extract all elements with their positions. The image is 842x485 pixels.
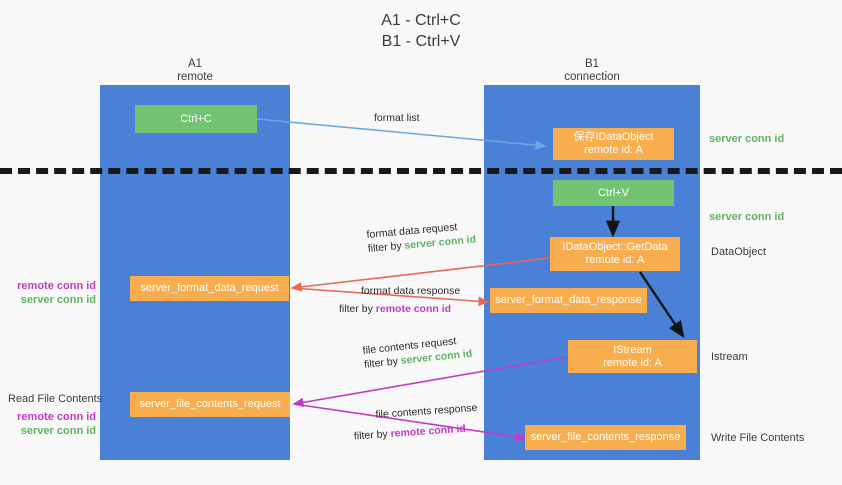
left-label-file-conn-ids: remote conn id server conn id	[10, 410, 96, 438]
edge-label-file-contents-response-line1: file contents response	[375, 401, 478, 421]
lane-header-a1: A1 remote	[100, 58, 290, 84]
box-server-file-contents-response-label: server_file_contents_response	[530, 431, 681, 443]
box-save-idataobject[interactable]: 保存IDataObject remote id: A	[553, 128, 674, 160]
right-label-dataobject: DataObject	[711, 246, 767, 258]
box-server-file-contents-request-label: server_file_contents_request	[139, 398, 281, 410]
right-label-server-conn-id-top: server conn id	[709, 133, 785, 145]
box-server-file-contents-response[interactable]: server_file_contents_response	[525, 425, 686, 450]
left-label-read-file-contents: Read File Contents	[8, 393, 103, 405]
lane-a1-title: A1	[187, 58, 203, 70]
box-server-format-data-response[interactable]: server_format_data_response	[490, 288, 647, 313]
box-ctrl-c[interactable]: Ctrl+C	[135, 105, 257, 133]
box-ctrl-v-label: Ctrl+V	[598, 186, 629, 199]
box-server-file-contents-request[interactable]: server_file_contents_request	[130, 392, 290, 417]
edge-label-file-contents-response: file contents response filter by remote …	[354, 401, 479, 443]
section-divider	[0, 168, 842, 174]
box-server-format-data-request-label: server_format_data_request	[140, 282, 279, 294]
edge-label-format-data-request-prefix: filter by	[367, 239, 405, 255]
edge-label-format-data-request: format data request filter by server con…	[366, 219, 477, 256]
lane-header-b1: B1 connection	[484, 58, 700, 84]
page-title: A1 - Ctrl+C B1 - Ctrl+V	[381, 12, 461, 50]
box-getdata-label: IDataObject::GetData	[562, 241, 668, 253]
edge-label-format-data-response-prefix: filter by	[339, 303, 376, 315]
lane-b1-subtitle: connection	[564, 71, 620, 83]
edge-label-format-data-response-key: remote conn id	[375, 303, 452, 315]
box-server-format-data-response-label: server_format_data_response	[495, 294, 642, 306]
box-ctrl-c-label: Ctrl+C	[180, 112, 212, 125]
left-label-format-server-conn-id: server conn id	[20, 294, 96, 306]
left-label-format-remote-conn-id: remote conn id	[17, 280, 96, 292]
lane-a1-subtitle: remote	[177, 71, 213, 83]
edge-label-format-list-line1: format list	[374, 112, 420, 124]
box-istream-label: IStream	[613, 343, 652, 356]
right-label-write-file-contents: Write File Contents	[711, 432, 805, 444]
right-label-server-conn-id-mid: server conn id	[709, 211, 785, 223]
lane-b1-title: B1	[584, 58, 600, 70]
left-label-file-remote-conn-id: remote conn id	[17, 411, 96, 423]
edge-label-format-list: format list	[374, 111, 420, 125]
edge-label-file-contents-response-key: remote conn id	[390, 422, 467, 440]
left-label-file-server-conn-id: server conn id	[20, 425, 96, 437]
box-istream-sub: remote id: A	[603, 356, 662, 369]
box-save-idataobject-sub: remote id: A	[584, 144, 643, 156]
box-save-idataobject-label: 保存IDataObject	[573, 131, 654, 143]
right-label-istream: Istream	[711, 351, 748, 363]
edge-label-file-contents-request: file contents request filter by server c…	[362, 333, 473, 372]
box-server-format-data-request[interactable]: server_format_data_request	[130, 276, 289, 301]
edge-label-format-data-response-line1: format data response	[361, 285, 461, 297]
box-getdata-sub: remote id: A	[585, 254, 645, 266]
left-label-format-conn-ids: remote conn id server conn id	[10, 279, 96, 307]
box-idataobject-getdata[interactable]: IDataObject::GetData remote id: A	[550, 237, 680, 271]
edge-label-file-contents-request-prefix: filter by	[363, 355, 402, 371]
edge-label-file-contents-response-prefix: filter by	[353, 427, 392, 443]
box-ctrl-v[interactable]: Ctrl+V	[553, 180, 674, 206]
box-istream[interactable]: IStream remote id: A	[568, 340, 697, 373]
edge-label-format-data-response: format data response filter by remote co…	[339, 284, 461, 316]
